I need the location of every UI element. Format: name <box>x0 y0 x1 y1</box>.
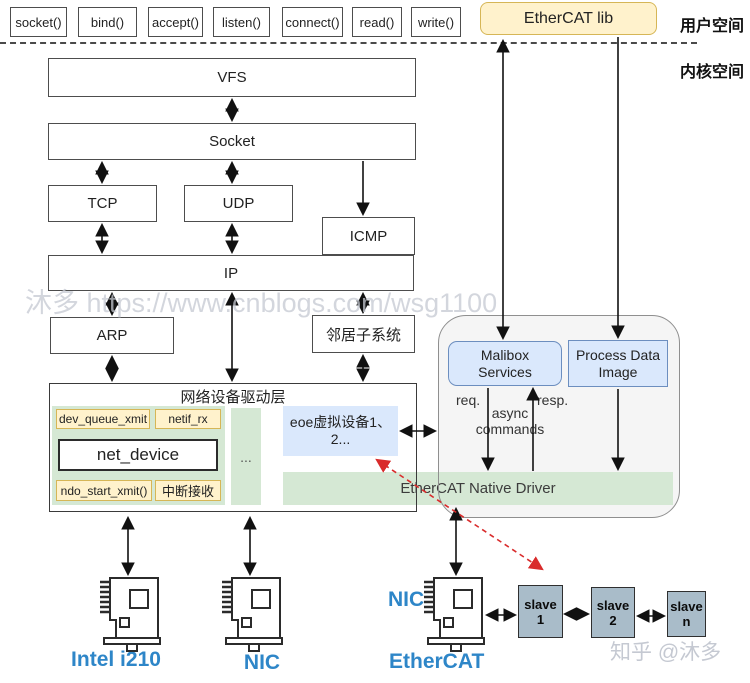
slave-2-label-line2: 2 <box>609 612 617 628</box>
netif-rx-box: netif_rx <box>155 409 221 429</box>
mailbox-services-label-line2: Services <box>478 363 532 380</box>
process-data-image-label-line1: Process Data <box>575 346 661 363</box>
syscall-bind-label: bind() <box>90 14 125 30</box>
syscall-read-box: read() <box>352 7 402 37</box>
tcp-box: TCP <box>48 185 157 222</box>
dev-queue-xmit-box: dev_queue_xmit <box>56 409 150 429</box>
syscall-connect-box: connect() <box>282 7 343 37</box>
slave-1-box: slave 1 <box>518 585 563 638</box>
tcp-label: TCP <box>87 195 118 212</box>
syscall-listen-label: listen() <box>221 14 261 30</box>
slave-2-box: slave 2 <box>591 587 635 638</box>
nic-label: NIC <box>243 651 281 674</box>
req-label: req. <box>456 392 481 408</box>
eoe-virtual-device-label-line1: eoe虚拟设备1、 <box>289 414 392 430</box>
ip-label: IP <box>223 264 239 282</box>
ndo-start-xmit-label: ndo_start_xmit() <box>60 483 148 498</box>
syscall-accept-box: accept() <box>148 7 203 37</box>
user-space-label: 用户空间 <box>679 18 744 35</box>
async-label-line1: async <box>491 405 529 421</box>
vfs-label: VFS <box>217 69 247 86</box>
ethercat-nic-chip-icon <box>424 577 485 652</box>
udp-box: UDP <box>184 185 293 222</box>
driver-ellipsis-strip: ... <box>231 408 261 505</box>
async-label-line2: commands <box>475 421 545 437</box>
process-data-image-label-line2: Image <box>598 363 638 380</box>
ethercat-label: EtherCAT <box>389 650 485 673</box>
ndo-start-xmit-box: ndo_start_xmit() <box>56 480 152 501</box>
syscall-write-box: write() <box>411 7 461 37</box>
syscall-connect-label: connect() <box>285 14 340 30</box>
arp-label: ARP <box>96 327 128 344</box>
ethercat-lib-label: EtherCAT lib <box>523 9 614 27</box>
syscall-socket-box: socket() <box>10 7 67 37</box>
syscall-bind-box: bind() <box>78 7 137 37</box>
syscall-listen-box: listen() <box>213 7 270 37</box>
watermark-zhihu: 知乎 @沐多 <box>610 641 722 664</box>
intel-i210-chip-icon <box>100 577 161 652</box>
neighbor-subsystem-label: 邻居子系统 <box>325 326 401 344</box>
ellipsis-label: ... <box>240 448 252 465</box>
neighbor-subsystem-box: 邻居子系统 <box>312 315 415 353</box>
syscall-accept-label: accept() <box>152 14 199 30</box>
interrupt-rx-label: 中断接收 <box>161 484 214 499</box>
eoe-virtual-device-label-line2: 2... <box>330 431 351 447</box>
kernel-space-label: 内核空间 <box>679 64 744 81</box>
slave-n-label-line1: slave <box>670 599 703 614</box>
icmp-box: ICMP <box>322 217 415 255</box>
ethercat-native-driver-label: EtherCAT Native Driver <box>400 480 556 497</box>
eoe-virtual-device-box: eoe虚拟设备1、 2... <box>283 406 398 456</box>
slave-1-label-line2: 1 <box>536 611 545 627</box>
ethercat-lib-box: EtherCAT lib <box>480 2 657 35</box>
ip-box: IP <box>48 255 414 291</box>
space-separator-line <box>0 42 697 44</box>
slave-n-box: slave n <box>667 591 706 637</box>
syscall-read-label: read() <box>359 14 395 30</box>
ethercat-nic-label: NIC <box>388 588 425 611</box>
arp-box: ARP <box>50 317 174 354</box>
syscall-write-label: write() <box>417 14 455 30</box>
vfs-box: VFS <box>48 58 416 97</box>
resp-label: resp. <box>537 392 569 408</box>
mailbox-services-box: Malibox Services <box>448 341 562 386</box>
syscall-socket-label: socket() <box>15 14 62 30</box>
ethercat-native-driver-bar: EtherCAT Native Driver <box>283 472 673 505</box>
mailbox-services-label-line1: Malibox <box>480 346 530 363</box>
netif-rx-label: netif_rx <box>168 412 208 426</box>
net-device-label: net_device <box>96 445 180 464</box>
slave-n-label-line2: n <box>682 614 691 629</box>
nic-chip-icon <box>222 577 283 652</box>
net-device-box: net_device <box>58 439 218 471</box>
slave-2-label-line1: slave <box>596 597 630 613</box>
slave-1-label-line1: slave <box>524 596 557 612</box>
socket-layer-box: Socket <box>48 123 416 160</box>
intel-i210-label: Intel i210 <box>71 648 161 671</box>
dev-queue-xmit-label: dev_queue_xmit <box>58 412 148 426</box>
async-commands-label: async commands <box>460 405 560 437</box>
socket-layer-label: Socket <box>209 133 255 150</box>
icmp-label: ICMP <box>349 227 388 245</box>
network-driver-layer-title: 网络设备驱动层 <box>180 389 286 406</box>
interrupt-rx-box: 中断接收 <box>155 480 221 501</box>
process-data-image-box: Process Data Image <box>568 340 668 387</box>
udp-label: UDP <box>222 195 255 212</box>
